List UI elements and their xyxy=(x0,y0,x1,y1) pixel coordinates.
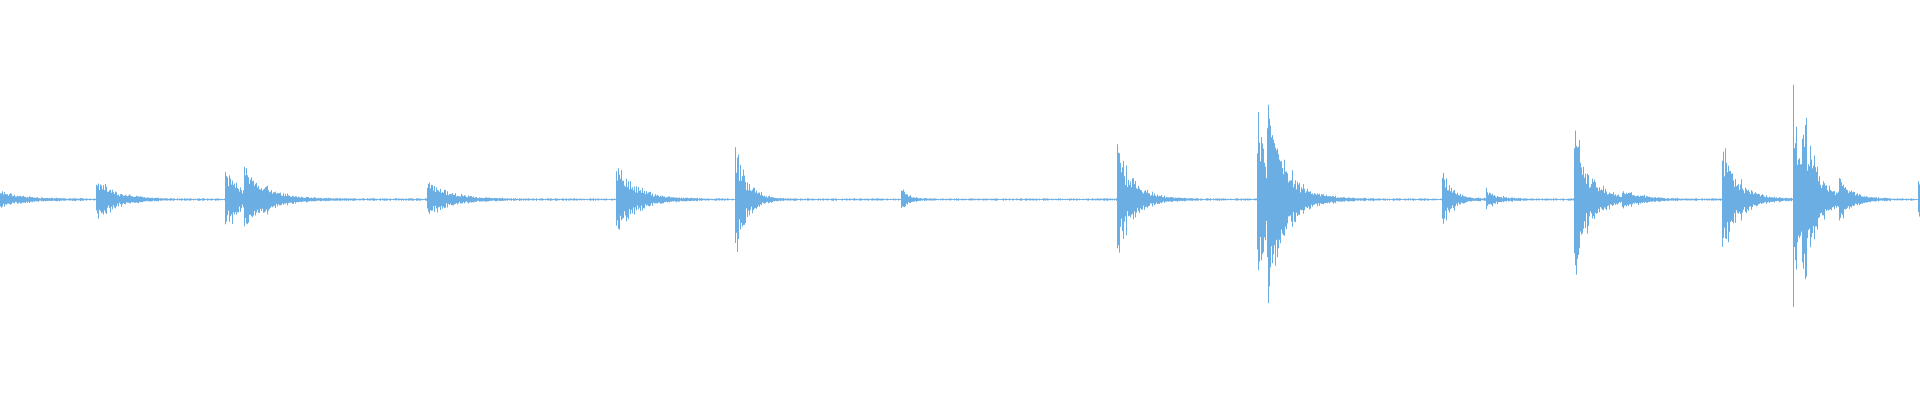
waveform-trace xyxy=(0,84,1920,307)
waveform-samples xyxy=(0,84,1920,307)
